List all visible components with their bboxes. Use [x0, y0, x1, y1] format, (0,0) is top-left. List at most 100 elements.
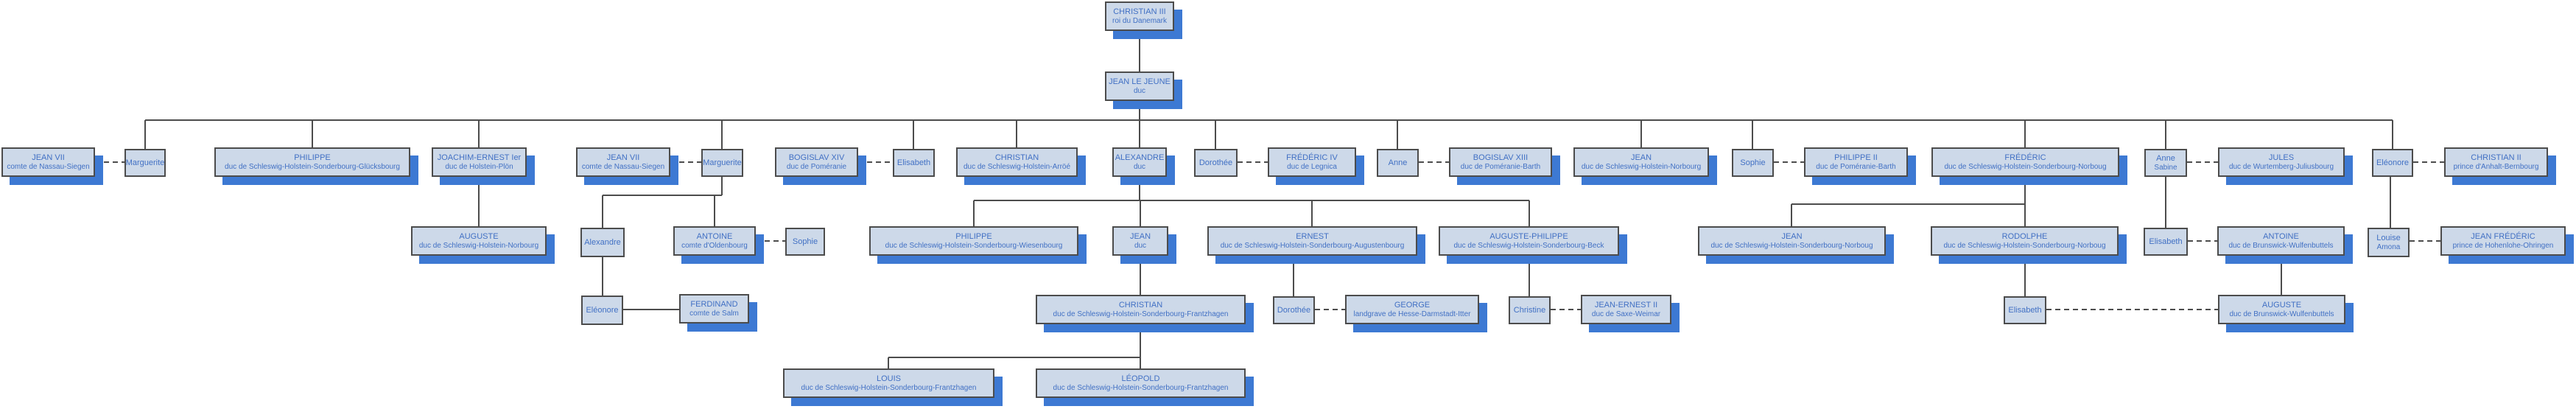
person-marguerite-1[interactable]: Marguerite: [124, 149, 166, 177]
person-eleonore-2[interactable]: Eléonore: [581, 296, 623, 325]
person-name: AUGUSTE: [2261, 300, 2302, 310]
person-christine[interactable]: Christine: [1509, 296, 1551, 324]
person-dorothee-2[interactable]: Dorothée: [1273, 296, 1315, 324]
person-title: comte de Salm: [689, 309, 739, 318]
person-title: duc: [1133, 86, 1146, 95]
person-name: AUGUSTE: [459, 231, 499, 241]
person-title: duc de Schleswig-Holstein-Sonderbourg-Fr…: [1053, 310, 1229, 318]
person-title: Sabine: [2154, 163, 2177, 172]
person-name: RODOLPHE: [2001, 231, 2048, 241]
person-alexandre-2[interactable]: Alexandre: [580, 228, 625, 257]
person-name: Christine: [1513, 305, 1546, 315]
person-name: JEAN FRÉDÉRIC: [2471, 231, 2535, 241]
person-elisabeth-3[interactable]: Elisabeth: [2004, 296, 2046, 324]
person-title: duc de Schleswig-Holstein-Sonderbourg-Be…: [1453, 241, 1604, 250]
person-name: LOUIS: [876, 374, 901, 383]
person-title: duc de Schleswig-Holstein-Sonderbourg-No…: [1943, 241, 2106, 250]
person-name: Elisabeth: [2008, 305, 2042, 315]
person-title: duc de Brunswick-Wulfenbuttels: [2228, 241, 2334, 250]
person-name: Marguerite: [703, 158, 742, 167]
person-name: LÉOPOLD: [1121, 374, 1160, 383]
person-name: Eléonore: [2376, 158, 2410, 167]
person-name: Elisabeth: [896, 158, 931, 167]
person-name: Anne: [1388, 158, 1408, 167]
person-title: roi du Danemark: [1112, 16, 1167, 25]
person-title: duc: [1133, 162, 1146, 171]
person-elisabeth-2[interactable]: Elisabeth: [2144, 228, 2188, 256]
person-name: JEAN: [1630, 153, 1652, 162]
person-title: duc de Schleswig-Holstein-Sonderbourg-Au…: [1220, 241, 1405, 250]
person-title: duc: [1134, 241, 1147, 250]
person-name: ANTOINE: [2263, 231, 2299, 241]
person-title: duc de Schleswig-Holstein-Sonderbourg-Gl…: [225, 162, 400, 171]
person-title: duc de Schleswig-Holstein-Sonderbourg-Fr…: [1053, 383, 1229, 392]
person-eleonore-1[interactable]: Eléonore: [2372, 149, 2413, 177]
person-elisabeth-1[interactable]: Elisabeth: [893, 149, 935, 177]
person-name: BOGISLAV XIII: [1473, 153, 1529, 162]
person-name: JEAN: [1781, 231, 1803, 241]
person-sophie-1[interactable]: Sophie: [1732, 149, 1774, 177]
person-title: Amona: [2376, 242, 2401, 251]
person-title: comte de Nassau-Siegen: [7, 162, 90, 171]
person-name: CHRISTIAN: [994, 153, 1039, 162]
person-sophie-2[interactable]: Sophie: [785, 228, 825, 256]
person-title: comte d'Oldenbourg: [681, 241, 748, 250]
person-title: landgrave de Hesse-Darmstadt-Itter: [1353, 310, 1471, 318]
person-title: duc de Schleswig-Holstein-Sonderbourg-No…: [1710, 241, 1873, 250]
person-title: comte de Nassau-Siegen: [581, 162, 665, 171]
person-title: duc de Schleswig-Holstein-Norbourg: [418, 241, 539, 250]
person-title: duc de Schleswig-Holstein-Arröé: [963, 162, 1071, 171]
person-name: PHILIPPE II: [1834, 153, 1878, 162]
person-name: Marguerite: [125, 158, 165, 167]
person-name: AUGUSTE-PHILIPPE: [1489, 231, 1568, 241]
person-marguerite-2[interactable]: Marguerite: [701, 149, 743, 177]
person-name: FRÉDÉRIC: [2004, 153, 2046, 162]
person-title: prince de Hohenlohe-Ohringen: [2452, 241, 2554, 250]
person-anne[interactable]: Anne: [1377, 149, 1419, 177]
person-title: prince d'Anhalt-Bernbourg: [2453, 162, 2539, 171]
person-title: duc de Brunswick-Wulfenbuttels: [2229, 310, 2334, 318]
person-name: JEAN LE JEUNE: [1109, 77, 1171, 86]
person-name: JEAN-ERNEST II: [1594, 300, 1658, 310]
person-name: ALEXANDRE: [1115, 153, 1165, 162]
person-title: duc de Holstein-Plön: [445, 162, 513, 171]
person-dorothee-1[interactable]: Dorothée: [1194, 149, 1238, 177]
person-title: duc de Poméranie-Barth: [1816, 162, 1896, 171]
person-name: Sophie: [1740, 158, 1766, 167]
